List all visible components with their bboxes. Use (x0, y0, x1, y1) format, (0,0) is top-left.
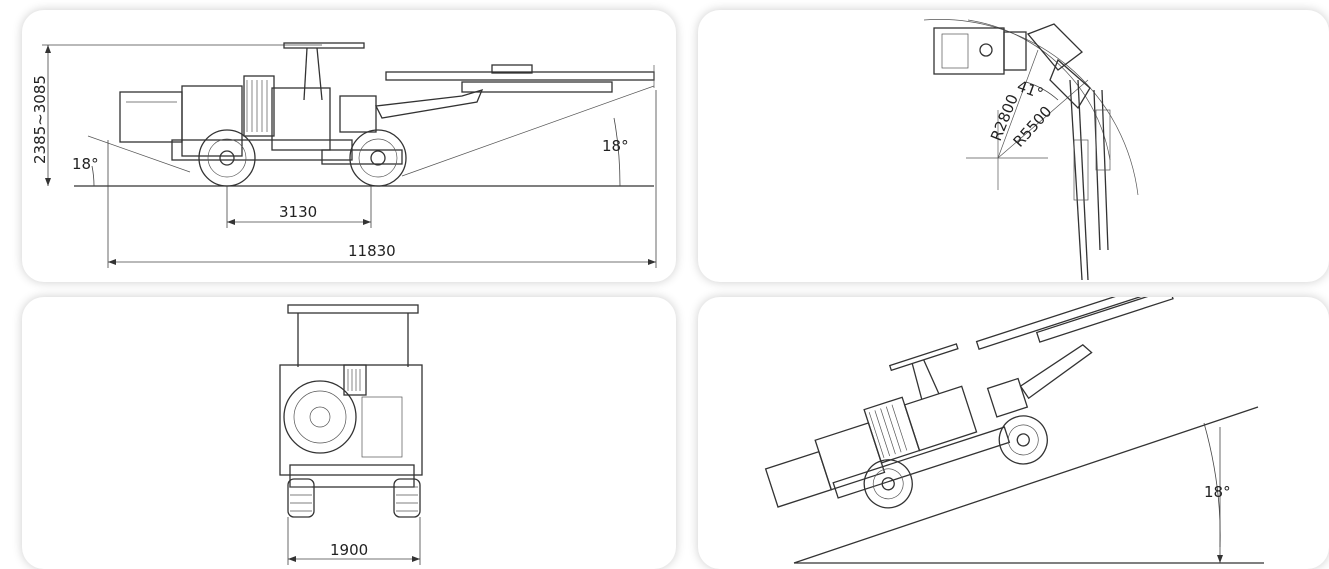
right-tire (393, 478, 421, 518)
top-view-drawing: 41° R2800 R5500 (923, 19, 1139, 281)
hose-reel (283, 380, 357, 454)
side-view-drawing: 2385~3085 18° 18° 3130 11830 (31, 42, 657, 268)
angle-arc (1025, 81, 1059, 101)
machine-on-slope (764, 297, 1218, 509)
engine-cover (119, 91, 183, 143)
slope-view-panel: 18° (698, 297, 1329, 569)
left-tire (287, 478, 315, 518)
right-angle-label: 18° (602, 137, 629, 155)
front-view-panel: 1900 (22, 297, 676, 569)
slope-view-drawing: 18° (764, 297, 1264, 564)
front-wheel (349, 129, 407, 187)
slope-line (793, 406, 1259, 564)
width-label: 1900 (330, 541, 368, 559)
machine-body-top (933, 27, 1005, 75)
side-view-panel: 2385~3085 18° 18° 3130 11830 (22, 10, 676, 282)
height-range-label: 2385~3085 (31, 75, 49, 164)
front-view-drawing: 1900 (279, 304, 423, 565)
boom-base (339, 95, 377, 133)
slope-angle-label: 18° (1204, 483, 1231, 501)
canopy-roof (283, 42, 365, 49)
front-body (279, 364, 423, 476)
length-label: 11830 (348, 242, 396, 260)
wheelbase-label: 3130 (279, 203, 317, 221)
left-angle-label: 18° (72, 155, 99, 173)
front-canopy (287, 304, 419, 314)
rear-wheel (198, 129, 256, 187)
top-view-panel: 41° R2800 R5500 (698, 10, 1329, 282)
outer-arc (923, 19, 1139, 196)
